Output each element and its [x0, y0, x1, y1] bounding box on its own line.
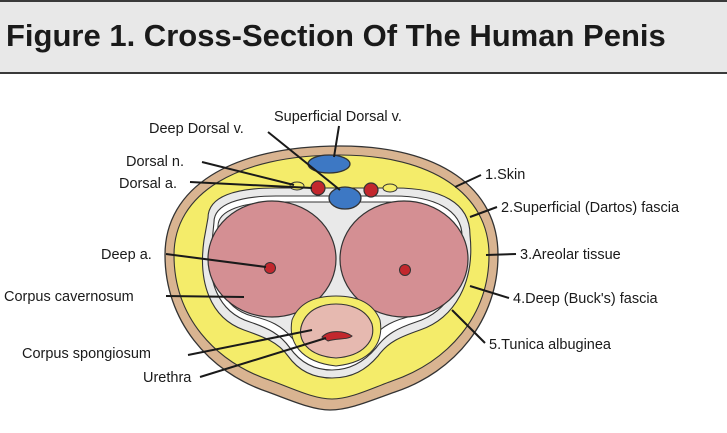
label-dorsal-artery: Dorsal a.: [119, 176, 177, 192]
label-deep-artery: Deep a.: [101, 247, 152, 263]
leader-dorsal-artery: [189, 181, 313, 189]
urethra: [321, 331, 353, 342]
label-deep-fascia: 4.Deep (Buck's) fascia: [513, 291, 659, 307]
label-superficial-dorsal-vein: Superficial Dorsal v.: [274, 109, 402, 125]
label-corpus-cavernosum: Corpus cavernosum: [4, 289, 134, 305]
leader-deep-artery: [165, 253, 267, 268]
label-areolar-tissue: 3.Areolar tissue: [520, 247, 621, 263]
leader-superficial-fascia: [469, 206, 498, 218]
leader-areolar-tissue: [485, 253, 517, 256]
leader-skin: [454, 174, 482, 188]
leader-urethra: [199, 337, 327, 378]
leader-deep-dorsal-vein: [267, 131, 341, 191]
corpus-spongiosum: [300, 303, 374, 359]
deep-artery-left: [264, 262, 276, 274]
deep-dorsal-vein: [328, 186, 362, 210]
label-superficial-fascia: 2.Superficial (Dartos) fascia: [501, 200, 680, 216]
label-urethra: Urethra: [143, 370, 192, 386]
label-skin: 1.Skin: [485, 167, 525, 183]
leader-deep-fascia: [469, 285, 510, 299]
leader-corpus-cavernosum: [165, 295, 245, 298]
title-bar: Figure 1. Cross-Section Of The Human Pen…: [0, 0, 727, 74]
dorsal-artery-left: [310, 180, 326, 196]
leader-dorsal-nerve: [201, 161, 295, 186]
corpus-cavernosum-right: [339, 200, 469, 318]
label-deep-dorsal-vein: Deep Dorsal v.: [149, 121, 244, 137]
dorsal-nerve-left: [289, 181, 305, 191]
deep-artery-right: [399, 264, 411, 276]
leader-superficial-dorsal-vein: [333, 125, 340, 158]
dorsal-artery-right: [363, 182, 379, 198]
label-dorsal-nerve: Dorsal n.: [126, 154, 184, 170]
label-corpus-spongiosum: Corpus spongiosum: [22, 346, 151, 362]
leader-corpus-spongiosum: [187, 329, 313, 356]
dorsal-nerve-right: [382, 183, 398, 193]
leader-tunica-albuginea: [451, 309, 486, 344]
figure-title: Figure 1. Cross-Section Of The Human Pen…: [6, 18, 666, 53]
label-tunica-albuginea: 5.Tunica albuginea: [489, 337, 612, 353]
